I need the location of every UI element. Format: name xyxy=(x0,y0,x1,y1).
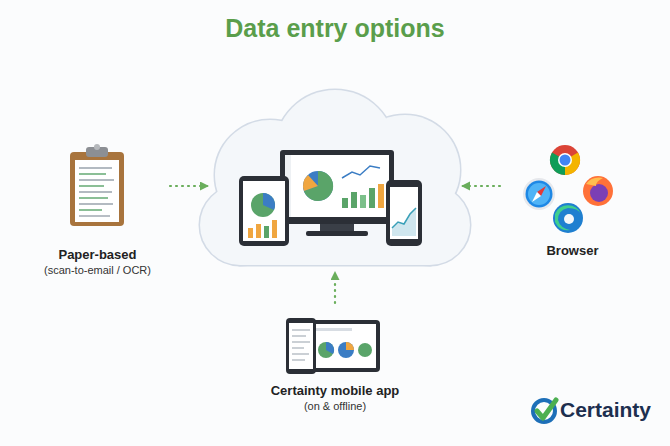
mobile-devices-icon xyxy=(292,359,305,360)
mobile-devices-icon xyxy=(292,353,309,354)
monitor-icon xyxy=(280,150,394,224)
tablet-icon xyxy=(239,176,289,246)
browser-source: Browser xyxy=(505,140,640,264)
monitor-icon xyxy=(304,171,333,201)
tablet-icon xyxy=(272,220,277,238)
mobile-devices-icon xyxy=(338,342,354,358)
browser-icons xyxy=(590,184,608,202)
clipboard-icon xyxy=(79,197,108,198)
tablet-icon xyxy=(251,193,275,217)
monitor-icon xyxy=(303,175,318,191)
browser-icons xyxy=(532,192,541,202)
browser-icons xyxy=(586,178,603,186)
browser-icons xyxy=(523,178,555,210)
dotted-arrow xyxy=(463,185,500,187)
phone-icon xyxy=(386,180,422,246)
dotted-arrow xyxy=(334,273,336,303)
mobile-devices-icon xyxy=(292,335,306,336)
browser-icons xyxy=(528,183,550,205)
dotted-arrow xyxy=(170,185,207,187)
diagram-title: Data entry options xyxy=(0,14,670,43)
mobile-devices-icon xyxy=(358,343,372,357)
browser-icons xyxy=(583,176,613,206)
monitor-icon xyxy=(351,192,357,208)
clipboard-icon xyxy=(79,179,114,180)
node-note: (scan-to-email / OCR) xyxy=(44,263,151,278)
clipboard-icon xyxy=(79,209,102,210)
mobile-devices-icon xyxy=(292,347,304,348)
clipboard-icon xyxy=(79,173,106,174)
monitor-icon xyxy=(285,155,389,217)
clipboard-icon xyxy=(79,191,112,192)
logo-check-icon xyxy=(533,400,556,422)
clipboard-icon xyxy=(79,167,112,168)
mobile-devices-icon xyxy=(292,341,310,342)
tablet-icon xyxy=(248,228,253,238)
monitor-icon xyxy=(280,150,394,236)
node-heading: Paper-based xyxy=(58,246,136,264)
cloud-shape xyxy=(200,90,470,265)
node-note: (on & offline) xyxy=(304,399,366,414)
browser-icons xyxy=(558,153,572,167)
browser-icons xyxy=(550,145,580,175)
clipboard-icon xyxy=(70,152,124,226)
browser-icons xyxy=(553,203,583,233)
logo-check-icon xyxy=(533,400,555,422)
mobile-devices-icon xyxy=(308,324,376,368)
monitor-icon xyxy=(342,198,348,208)
phone-icon xyxy=(392,208,416,228)
clipboard-icon xyxy=(75,160,119,222)
clipboard-icon xyxy=(79,203,113,204)
mobile-devices-icon xyxy=(312,328,352,331)
mobile-app-source: Certainty mobile app(on & offline) xyxy=(250,308,420,418)
mobile-devices-icon xyxy=(318,342,334,358)
cloud-shape xyxy=(200,90,470,265)
monitor-icon xyxy=(378,184,384,208)
tablet-icon xyxy=(239,176,289,246)
tablet-icon xyxy=(256,224,261,238)
brand-logo-text: Certainty xyxy=(560,398,651,422)
phone-icon xyxy=(392,208,416,236)
clipboard-icon xyxy=(79,215,110,216)
monitor-icon xyxy=(360,195,366,208)
clipboard-icon xyxy=(94,144,100,150)
monitor-icon xyxy=(342,166,380,178)
mobile-devices-icon xyxy=(326,342,334,354)
monitor-icon xyxy=(369,188,375,208)
node-heading: Browser xyxy=(546,242,598,260)
browser-icons xyxy=(555,205,581,230)
browser-icons xyxy=(553,203,583,233)
browser-icons xyxy=(560,155,571,166)
cloud-shape xyxy=(200,90,470,265)
mobile-devices-icon xyxy=(292,329,310,330)
phone-icon xyxy=(386,180,422,246)
logo-check-icon xyxy=(537,400,556,418)
clipboard-icon xyxy=(70,144,124,226)
mobile-devices-icon xyxy=(289,323,313,369)
mobile-devices-icon xyxy=(286,318,316,374)
browser-icons xyxy=(564,214,574,224)
mobile-devices-icon xyxy=(292,330,310,360)
browser-icons xyxy=(550,145,580,175)
browser-icons xyxy=(526,181,553,208)
tablet-icon xyxy=(243,181,285,241)
browser-icons xyxy=(583,176,613,206)
tablet-icon xyxy=(264,226,269,238)
monitor-icon xyxy=(303,171,333,201)
node-heading: Certainty mobile app xyxy=(271,382,400,400)
browser-icons xyxy=(523,145,613,233)
monitor-icon xyxy=(306,231,368,236)
browser-icons xyxy=(523,178,555,210)
paper-source: Paper-based(scan-to-email / OCR) xyxy=(30,140,165,282)
mobile-devices-icon xyxy=(286,318,380,374)
mobile-devices-icon xyxy=(346,342,354,350)
clipboard-icon xyxy=(79,185,104,186)
phone-icon xyxy=(390,187,418,239)
clipboard-icon xyxy=(79,168,114,216)
cloud-platform xyxy=(212,95,458,268)
tablet-icon xyxy=(263,193,275,210)
